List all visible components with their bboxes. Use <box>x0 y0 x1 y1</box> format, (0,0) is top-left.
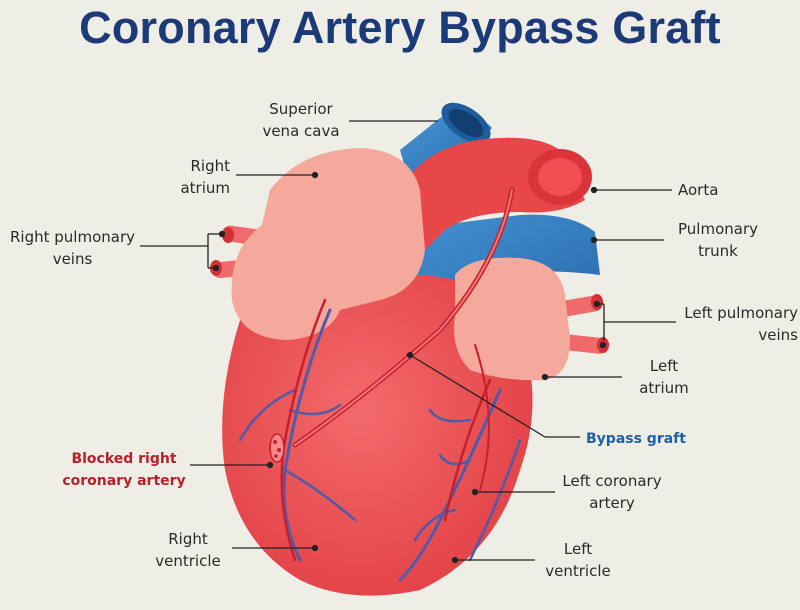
leader-lines <box>140 120 676 564</box>
coronary-vessels <box>238 298 522 582</box>
left-atrium-shape <box>454 257 570 381</box>
aorta-shape <box>404 137 592 255</box>
label-aorta: Aorta <box>678 181 719 199</box>
blockage-marker <box>269 433 285 463</box>
right-atrium-shape <box>231 148 425 340</box>
diagram-title: Coronary Artery Bypass Graft <box>79 2 721 53</box>
label-bypass-graft: Bypass graft <box>586 431 686 447</box>
ventricles-shape <box>222 258 533 596</box>
